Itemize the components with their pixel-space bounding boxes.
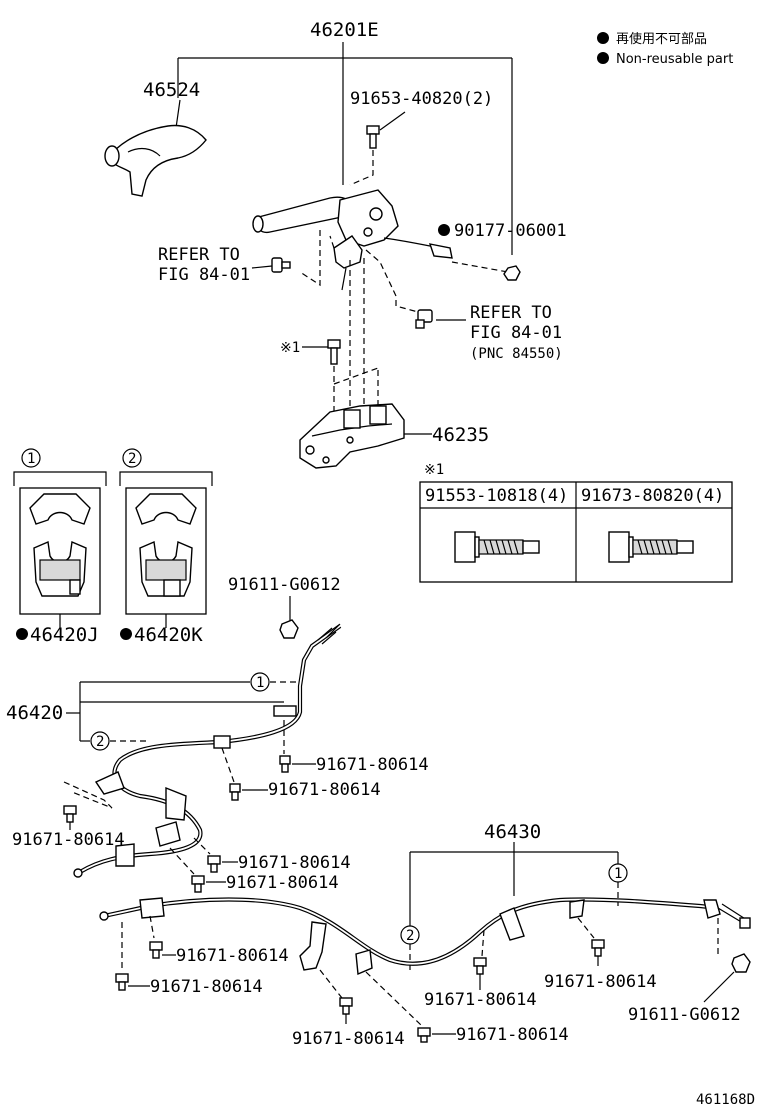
bolt-spec-table: [419, 481, 733, 583]
cable-46420: [73, 623, 342, 878]
legend-jp: 再使用不可部品: [616, 31, 707, 47]
table-kome1: ※1: [424, 462, 444, 478]
lever-cover: [104, 124, 207, 197]
label-46524: 46524: [143, 79, 200, 101]
label-bolt-3: 91671-80614: [12, 830, 125, 850]
label-91611-G0612-top: 91611-G0612: [228, 575, 341, 595]
clamp-46420J: [29, 493, 91, 597]
figure-id: 461168D: [696, 1092, 755, 1108]
bolt-icon: [591, 939, 605, 957]
ref-circle-1: [250, 672, 270, 692]
connector-icon: [271, 257, 291, 273]
connector-icon: [415, 309, 433, 329]
legend-en: Non-reusable part: [616, 52, 733, 67]
label-90177-06001: 90177-06001: [454, 221, 567, 241]
label-bolt-8: 91671-80614: [292, 1029, 405, 1049]
non-reusable-dot-icon: [16, 628, 28, 640]
parking-lever: [252, 189, 453, 291]
table-bolt-b: 91673-80820(4): [581, 486, 724, 506]
nut-icon: [731, 953, 751, 973]
non-reusable-dot-icon: [597, 52, 609, 64]
label-91653-40820: 91653-40820(2): [350, 89, 493, 109]
refer-right-line1: REFER TO: [470, 303, 552, 323]
ref-circle-2: [400, 925, 420, 945]
label-kome1: ※1: [280, 340, 300, 356]
ref-circle-2: [122, 448, 142, 468]
bolt-icon: [207, 855, 221, 873]
cable-46430-circle2: 2: [406, 928, 414, 944]
label-bolt-7: 91671-80614: [150, 977, 263, 997]
cable-46430: [99, 897, 751, 976]
label-46420: 46420: [6, 702, 63, 724]
non-reusable-dot-icon: [438, 224, 450, 236]
label-bolt-2: 91671-80614: [268, 780, 381, 800]
flange-bolt-icon: [608, 531, 694, 563]
label-bolt-5: 91671-80614: [226, 873, 339, 893]
bolt-icon: [229, 783, 241, 801]
bolt-icon: [279, 755, 291, 773]
label-bolt-10: 91671-80614: [424, 990, 537, 1010]
clamp2-number: 2: [128, 451, 136, 467]
refer-right-line3: (PNC 84550): [470, 346, 563, 362]
bolt-icon: [149, 941, 163, 959]
table-bolt-a: 91553-10818(4): [425, 486, 568, 506]
clamp-46420K: [135, 493, 197, 597]
nut-icon: [279, 619, 299, 639]
label-bolt-9: 91671-80614: [456, 1025, 569, 1045]
clamp1-number: 1: [27, 451, 35, 467]
bolt-icon: [63, 805, 77, 823]
bolt-icon: [191, 875, 205, 893]
label-bolt-1: 91671-80614: [316, 755, 429, 775]
ref-circle-1: [608, 863, 628, 883]
non-reusable-dot-icon: [597, 32, 609, 44]
refer-left-line1: REFER TO: [158, 245, 240, 265]
bolt-icon: [417, 1027, 431, 1043]
label-bolt-6: 91671-80614: [176, 946, 289, 966]
cable-46420-circle1: 1: [256, 675, 264, 691]
bolt-icon: [366, 125, 380, 149]
non-reusable-dot-icon: [120, 628, 132, 640]
lever-base-bracket: [299, 403, 405, 469]
legend: 再使用不可部品 Non-reusable part: [597, 31, 733, 67]
label-46420J: 46420J: [30, 624, 99, 646]
46420-bracket-lines: [66, 681, 298, 742]
ref-circle-1: [21, 448, 41, 468]
label-46430: 46430: [484, 821, 541, 843]
label-46235: 46235: [432, 424, 489, 446]
cable-46430-circle1: 1: [614, 866, 622, 882]
46430-bracket-lines: [409, 842, 619, 970]
ref-circle-2: [90, 731, 110, 751]
refer-left-line2: FIG 84-01: [158, 265, 250, 285]
label-bolt-11: 91671-80614: [544, 972, 657, 992]
flange-bolt-icon: [454, 531, 540, 563]
bolt-icon: [327, 339, 341, 365]
assy-bracket-lines: [177, 42, 513, 255]
label-46420K: 46420K: [134, 624, 203, 646]
cable-46420-circle2: 2: [96, 734, 104, 750]
label-46201E: 46201E: [310, 19, 379, 41]
bolt-icon: [339, 997, 353, 1015]
label-bolt-4: 91671-80614: [238, 853, 351, 873]
bolt-icon: [115, 973, 129, 991]
nut-icon: [503, 265, 521, 281]
label-91611-G0612-bottom: 91611-G0612: [628, 1005, 741, 1025]
refer-right-line2: FIG 84-01: [470, 323, 562, 343]
bolt-icon: [473, 957, 487, 975]
